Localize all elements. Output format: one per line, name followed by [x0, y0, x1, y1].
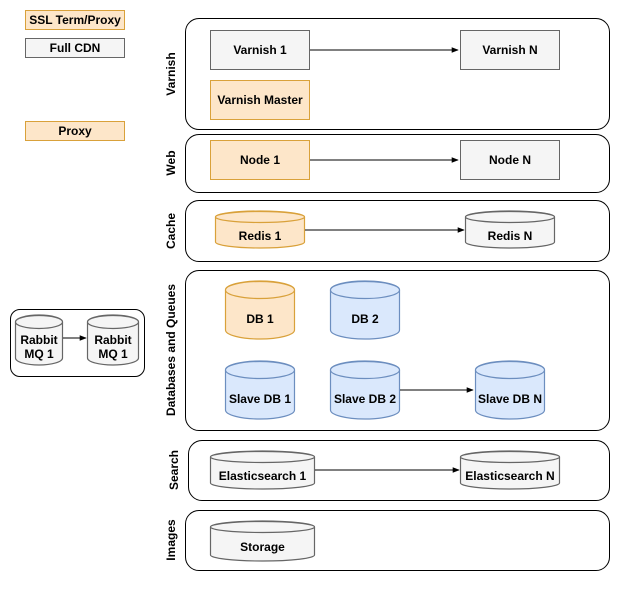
redis-n-cylinder[interactable]: Redis N — [464, 210, 556, 249]
elasticsearch-n-cylinder[interactable]: Elasticsearch N — [459, 450, 561, 490]
legend-ssl-term-proxy: SSL Term/Proxy — [25, 10, 125, 30]
slave-db-2-label: Slave DB 2 — [333, 392, 397, 406]
redis-1-cylinder[interactable]: Redis 1 — [214, 210, 306, 249]
storage-label: Storage — [240, 540, 285, 554]
elasticsearch-1-label: Elasticsearch 1 — [218, 469, 307, 483]
slave-db-n-cylinder[interactable]: Slave DB N — [474, 360, 546, 420]
elasticsearch-n-label: Elasticsearch N — [465, 469, 555, 483]
storage-cylinder[interactable]: Storage — [209, 520, 316, 562]
db-2-label: DB 2 — [351, 312, 379, 326]
redis-n-label: Redis N — [487, 228, 533, 243]
node-n-box[interactable]: Node N — [460, 140, 560, 180]
slave-db-1-label: Slave DB 1 — [228, 392, 292, 406]
db-1-cylinder[interactable]: DB 1 — [224, 280, 296, 340]
elasticsearch-1-cylinder[interactable]: Elasticsearch 1 — [209, 450, 316, 490]
slave-db-n-label: Slave DB N — [477, 392, 543, 406]
varnish-1-box[interactable]: Varnish 1 — [210, 30, 310, 70]
legend-proxy: Proxy — [25, 121, 125, 141]
slave-db-2-cylinder[interactable]: Slave DB 2 — [329, 360, 401, 420]
legend-full-cdn: Full CDN — [25, 38, 125, 58]
redis-1-label: Redis 1 — [238, 228, 282, 243]
varnish-n-box[interactable]: Varnish N — [460, 30, 560, 70]
db-2-cylinder[interactable]: DB 2 — [329, 280, 401, 340]
node-1-box[interactable]: Node 1 — [210, 140, 310, 180]
slave-db-1-cylinder[interactable]: Slave DB 1 — [224, 360, 296, 420]
db-1-label: DB 1 — [246, 312, 274, 326]
varnish-master-box[interactable]: Varnish Master — [210, 80, 310, 120]
